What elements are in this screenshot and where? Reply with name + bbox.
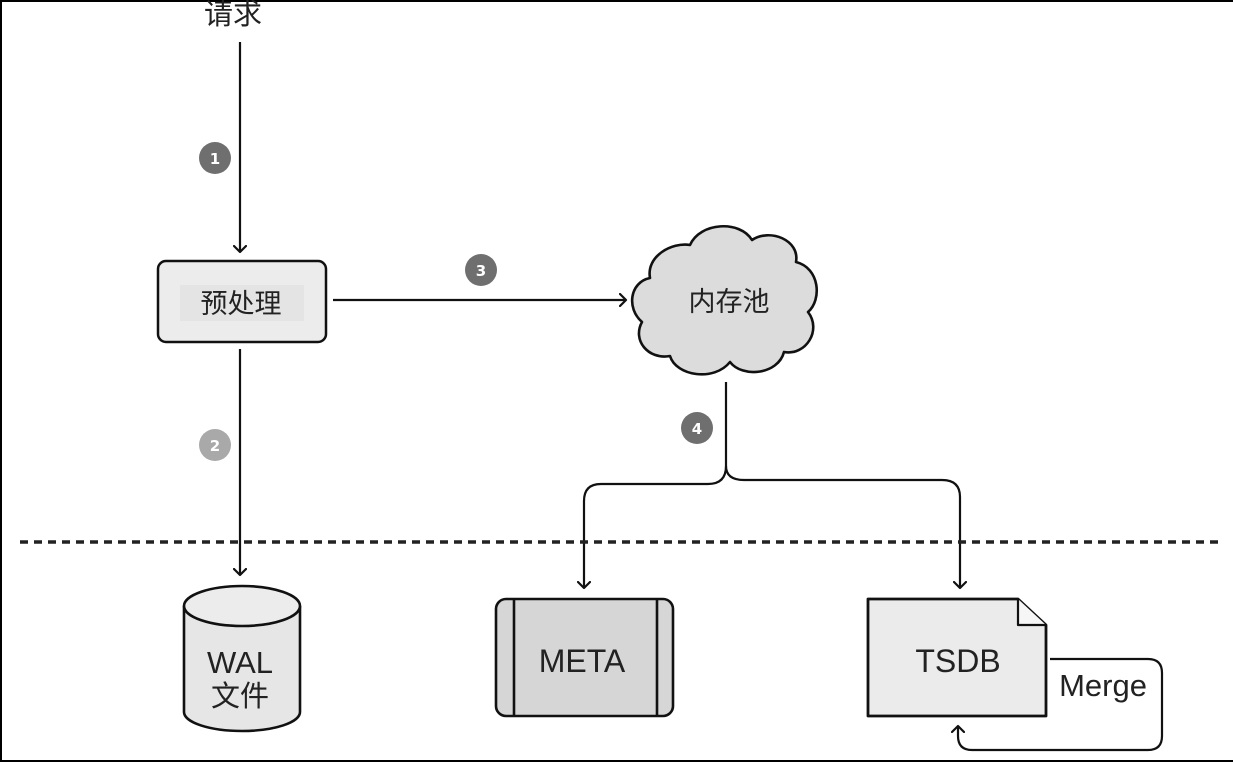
tsdb-node[interactable]: TSDB (866, 597, 1048, 718)
wal-label-line1: WAL (207, 645, 273, 680)
step-badge-1-text: 1 (210, 150, 220, 168)
wal-file-node[interactable]: WAL 文件 (182, 584, 302, 733)
step-badge-4-text: 4 (692, 420, 702, 438)
edge-memory-pool-to-tsdb (724, 465, 960, 588)
preprocess-label: 预处理 (201, 289, 282, 320)
wal-label-line2: 文件 (211, 679, 269, 713)
preprocess-node[interactable]: 预处理 (156, 259, 328, 344)
merge-label: Merge (1059, 668, 1147, 703)
memory-pool-node[interactable]: 内存池 (630, 225, 818, 376)
step-badge-2-text: 2 (210, 437, 220, 455)
step-badge-2: 2 (199, 429, 231, 461)
step-badge-3: 3 (465, 254, 497, 286)
meta-label: META (539, 643, 626, 679)
step-badge-3-text: 3 (476, 262, 486, 280)
request-label: 请求 (204, 0, 262, 31)
step-badge-1: 1 (199, 142, 231, 174)
edge-tsdb-merge-loop (958, 657, 1164, 752)
edge-memory-pool-to-meta (584, 382, 728, 588)
meta-node[interactable]: META (494, 597, 675, 718)
step-badge-4: 4 (681, 412, 713, 444)
tsdb-label: TSDB (915, 643, 1000, 679)
memory-pool-label: 内存池 (689, 287, 770, 318)
